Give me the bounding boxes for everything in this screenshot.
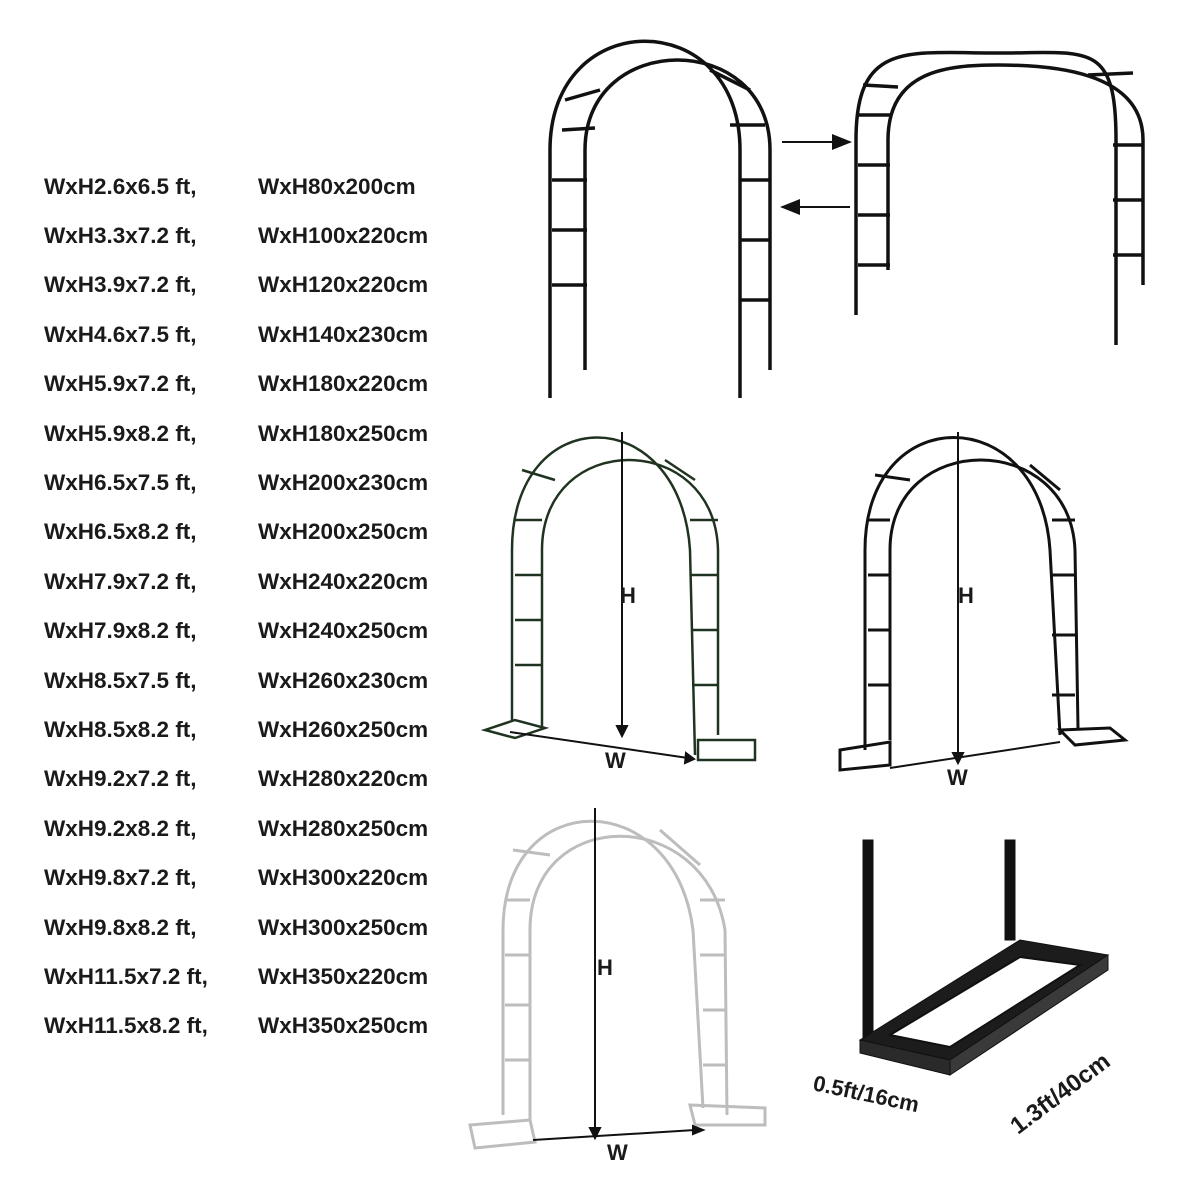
green-arch-drawing: H W xyxy=(480,432,757,773)
narrow-arch-drawing xyxy=(548,39,772,398)
width-label: W xyxy=(607,1140,628,1165)
resize-arrows xyxy=(780,130,860,220)
size-row: WxH6.5x7.5 ft, WxH200x230cm xyxy=(44,458,484,507)
size-feet: WxH9.2x8.2 ft, xyxy=(44,815,197,841)
white-arch-drawing: H W xyxy=(468,808,767,1165)
size-row: WxH8.5x8.2 ft, WxH260x250cm xyxy=(44,705,484,754)
size-cm: WxH300x250cm xyxy=(258,914,429,940)
size-cm: WxH120x220cm xyxy=(258,272,429,298)
size-feet: WxH11.5x8.2 ft, xyxy=(44,1013,208,1039)
size-row: WxH11.5x8.2 ft, WxH350x250cm xyxy=(44,1002,484,1051)
size-feet: WxH7.9x7.2 ft, xyxy=(44,568,197,594)
size-row: WxH9.2x7.2 ft, WxH280x220cm xyxy=(44,755,484,804)
size-row: WxH6.5x8.2 ft, WxH200x250cm xyxy=(44,508,484,557)
size-feet: WxH4.6x7.5 ft, xyxy=(44,321,197,347)
size-feet: WxH11.5x7.2 ft, xyxy=(44,963,208,989)
size-feet: WxH8.5x8.2 ft, xyxy=(44,716,197,742)
size-row: WxH9.2x8.2 ft, WxH280x250cm xyxy=(44,804,484,853)
size-row: WxH11.5x7.2 ft, WxH350x220cm xyxy=(44,952,484,1001)
height-label: H xyxy=(597,955,613,980)
size-feet: WxH9.2x7.2 ft, xyxy=(44,766,197,792)
white-arch-figure: H W xyxy=(465,790,795,1170)
height-label: H xyxy=(958,583,974,608)
size-cm: WxH140x230cm xyxy=(258,321,429,347)
size-feet: WxH7.9x8.2 ft, xyxy=(44,618,197,644)
size-cm: WxH350x220cm xyxy=(258,963,429,989)
size-cm: WxH260x250cm xyxy=(258,716,429,742)
size-cm: WxH200x250cm xyxy=(258,519,429,545)
size-row: WxH8.5x7.5 ft, WxH260x230cm xyxy=(44,656,484,705)
size-row: WxH9.8x7.2 ft, WxH300x220cm xyxy=(44,853,484,902)
size-row: WxH5.9x8.2 ft, WxH180x250cm xyxy=(44,409,484,458)
base-detail-figure: 0.5ft/16cm 1.3ft/40cm xyxy=(790,835,1170,1165)
size-row: WxH3.3x7.2 ft, WxH100x220cm xyxy=(44,211,484,260)
size-cm: WxH240x220cm xyxy=(258,568,429,594)
size-cm: WxH80x200cm xyxy=(258,173,416,199)
size-feet: WxH9.8x7.2 ft, xyxy=(44,865,197,891)
size-feet: WxH3.9x7.2 ft, xyxy=(44,272,197,298)
base-detail-drawing: 0.5ft/16cm 1.3ft/40cm xyxy=(811,839,1115,1140)
size-feet: WxH6.5x7.5 ft, xyxy=(44,470,197,496)
size-row: WxH4.6x7.5 ft, WxH140x230cm xyxy=(44,310,484,359)
base-length-label: 1.3ft/40cm xyxy=(1005,1048,1115,1140)
size-row: WxH3.9x7.2 ft, WxH120x220cm xyxy=(44,261,484,310)
wide-arch-drawing xyxy=(854,50,1145,345)
size-row: WxH7.9x8.2 ft, WxH240x250cm xyxy=(44,607,484,656)
size-cm: WxH180x220cm xyxy=(258,371,429,397)
size-cm: WxH240x250cm xyxy=(258,618,429,644)
size-feet: WxH9.8x8.2 ft, xyxy=(44,914,197,940)
size-cm: WxH200x230cm xyxy=(258,470,429,496)
size-feet: WxH2.6x6.5 ft, xyxy=(44,173,197,199)
size-cm: WxH180x250cm xyxy=(258,420,429,446)
size-cm: WxH350x250cm xyxy=(258,1013,429,1039)
width-label: W xyxy=(605,748,626,773)
size-cm: WxH280x220cm xyxy=(258,766,429,792)
narrow-arch-figure xyxy=(540,30,790,400)
size-cm: WxH280x250cm xyxy=(258,815,429,841)
size-row: WxH2.6x6.5 ft, WxH80x200cm xyxy=(44,162,484,211)
size-cm: WxH300x220cm xyxy=(258,865,429,891)
black-arch-figure: H W xyxy=(830,410,1130,790)
size-cm: WxH260x230cm xyxy=(258,667,429,693)
size-feet: WxH5.9x7.2 ft, xyxy=(44,371,197,397)
green-arch-figure: H W xyxy=(480,410,760,780)
base-width-label: 0.5ft/16cm xyxy=(811,1070,921,1117)
size-row: WxH5.9x7.2 ft, WxH180x220cm xyxy=(44,360,484,409)
size-row: WxH9.8x8.2 ft, WxH300x250cm xyxy=(44,903,484,952)
size-cm: WxH100x220cm xyxy=(258,223,429,249)
size-feet: WxH5.9x8.2 ft, xyxy=(44,420,197,446)
size-row: WxH7.9x7.2 ft, WxH240x220cm xyxy=(44,557,484,606)
wide-arch-figure xyxy=(848,45,1148,350)
size-feet: WxH6.5x8.2 ft, xyxy=(44,519,197,545)
size-feet: WxH3.3x7.2 ft, xyxy=(44,223,197,249)
height-label: H xyxy=(620,583,636,608)
size-feet: WxH8.5x7.5 ft, xyxy=(44,667,197,693)
width-label: W xyxy=(947,765,968,790)
black-arch-drawing: H W xyxy=(838,432,1129,790)
